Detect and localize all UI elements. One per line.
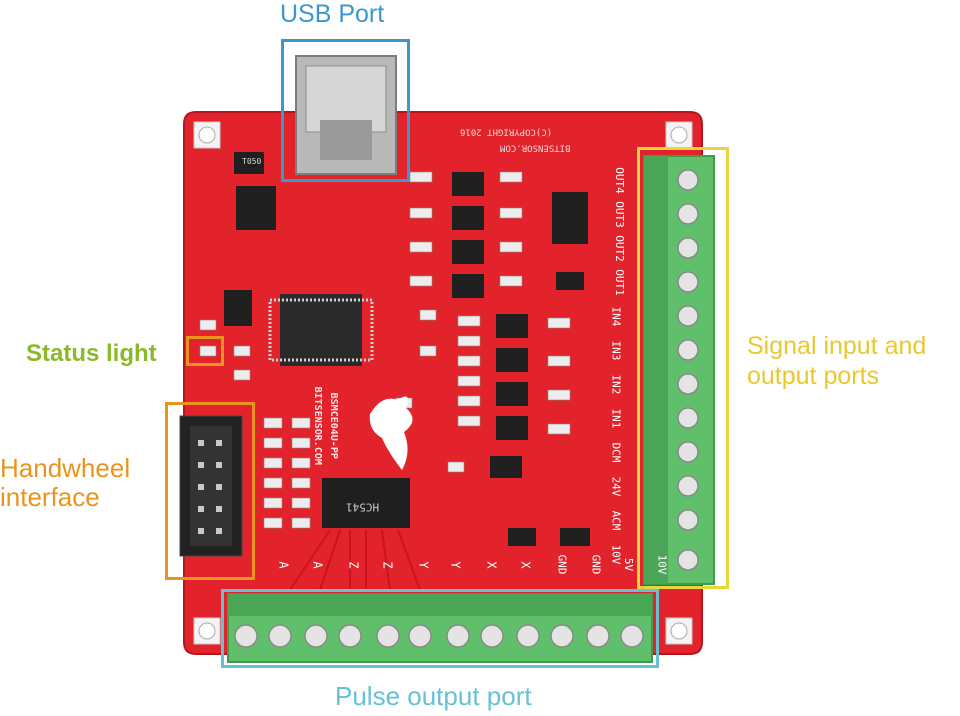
pin-label: A (276, 561, 291, 569)
signal-ports-label-line1: Signal input and (747, 332, 927, 360)
pin-label: GND (589, 554, 603, 575)
pcb (183, 111, 703, 655)
small-chips (224, 152, 590, 546)
website-text: BITSENSOR.COM (500, 142, 571, 153)
traces (289, 529, 421, 591)
pin-label: Y (448, 561, 463, 569)
copyright-text: (C)COPYRIGHT 2016 (460, 126, 553, 137)
pin-label: A (310, 561, 325, 569)
signal-terminal-screws (677, 169, 699, 571)
pin-label: IN4 (609, 306, 623, 327)
handwheel-label-line2: interface (0, 482, 100, 512)
pin-label: X (518, 561, 533, 569)
usb-port-frame (281, 39, 410, 182)
pin-label: 24V (609, 476, 623, 497)
pin-label: OUT1 (612, 269, 626, 296)
pin-label: DCM (609, 442, 623, 463)
handwheel-frame (165, 402, 255, 580)
pin-label: X (484, 561, 499, 569)
header-pins (198, 440, 222, 534)
usb-port-label: USB Port (280, 0, 385, 28)
status-light-frame (186, 336, 224, 366)
status-light-label: Status light (26, 340, 157, 367)
mcu-chip (268, 294, 374, 366)
chip-label: HC541 (346, 500, 380, 514)
pin-label: OUT4 (612, 167, 626, 194)
pulse-terminal-screws (234, 624, 644, 648)
bird-logo (369, 396, 413, 470)
pin-label: OUT2 (612, 235, 626, 262)
pulse-port-frame (221, 589, 659, 668)
pulse-port-label: Pulse output port (335, 681, 532, 711)
pin-label: 5V (622, 557, 636, 572)
pin-label: ACM (609, 510, 623, 531)
pin-label: Z (380, 561, 395, 569)
signal-ports-label-line2: output ports (747, 362, 880, 390)
handwheel-header (179, 415, 243, 557)
regulator-label: T050 (242, 157, 262, 166)
hc541-chip (322, 478, 410, 528)
pulse-terminal-block (227, 593, 653, 663)
pin-label: OUT3 (612, 201, 626, 228)
pin-label: IN3 (609, 340, 623, 361)
pin-label: Y (416, 561, 431, 569)
model-text: BSMCE04U-PP (327, 392, 339, 459)
pin-label: IN1 (609, 408, 623, 429)
pin-label: GND (555, 554, 569, 575)
pin-label: IN2 (609, 374, 623, 395)
signal-ports-frame (637, 147, 729, 589)
mounting-holes (193, 121, 693, 645)
signal-terminal-block (643, 155, 715, 585)
brand-url-text: BITSENSOR.COM (311, 386, 323, 465)
resistor-array (199, 171, 571, 529)
pin-label: Z (346, 561, 361, 569)
handwheel-label-line1: Handwheel (0, 453, 131, 483)
usb-connector (295, 55, 397, 175)
pulse-pin-labels: A A Z Z Y Y X X GND GND 5V 10V (230, 554, 669, 588)
